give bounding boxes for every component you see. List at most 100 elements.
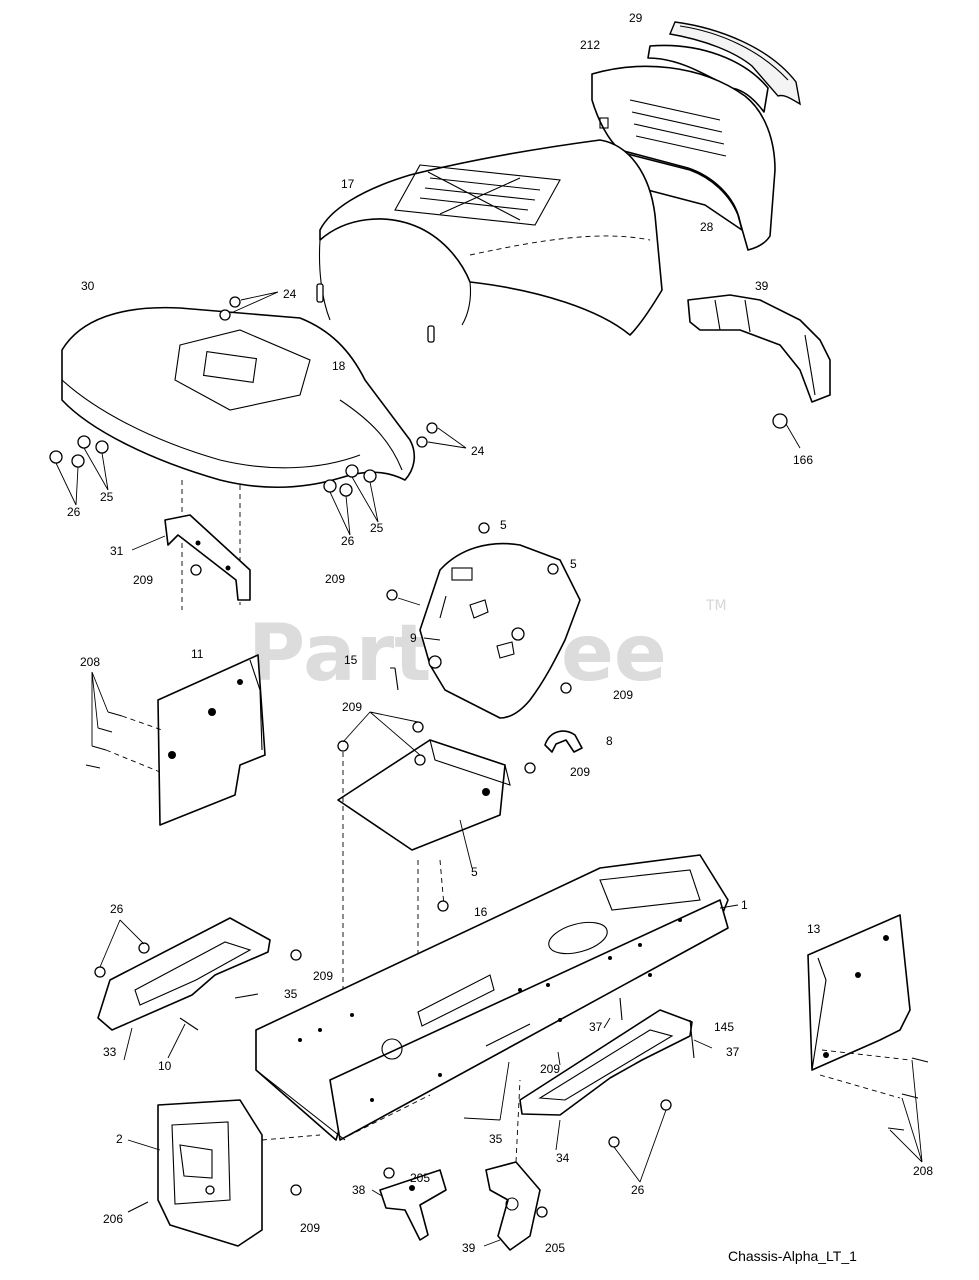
screw-206 <box>127 1201 149 1213</box>
callout-8: 8 <box>606 734 613 748</box>
callout-26-right: 26 <box>341 534 355 548</box>
callout-29: 29 <box>629 11 643 25</box>
callout-26-footrest-left: 26 <box>110 902 124 916</box>
fender-pan-plate <box>202 351 258 383</box>
grille-trim-top <box>669 21 801 106</box>
hood-bracket-folds <box>714 299 816 396</box>
screw-209-front <box>290 1184 302 1196</box>
screw-209-floor-c <box>414 754 426 766</box>
lower-brackets <box>339 1079 548 1251</box>
leader-5-floor <box>459 819 473 869</box>
callout-209-front: 209 <box>300 1221 320 1235</box>
callout-24-top: 24 <box>283 287 297 301</box>
footrest-right-frame <box>519 1009 693 1116</box>
callout-209-dash-right: 209 <box>613 688 633 702</box>
callout-11: 11 <box>191 647 204 661</box>
callout-145: 145 <box>714 1020 734 1034</box>
side-panel-right-body <box>807 914 911 1071</box>
footrest-left-opening <box>134 941 252 1006</box>
leaders-lower-brackets <box>371 1189 501 1247</box>
hood-center-edge <box>461 281 472 326</box>
callout-31: 31 <box>110 544 124 558</box>
callout-5-top: 5 <box>500 518 507 532</box>
leaders-footrest-right <box>555 1039 713 1183</box>
floor-plate <box>337 711 536 990</box>
callout-1: 1 <box>741 898 748 912</box>
leaders-25-26-right <box>329 476 379 536</box>
screw-209-floor-d <box>524 762 536 774</box>
callout-205-right: 205 <box>545 1241 565 1255</box>
watermark-trademark: TM <box>705 598 727 614</box>
side-panel-right <box>807 914 929 1163</box>
dash-panel-bolt-hole <box>428 655 442 669</box>
side-panel-left-body <box>157 654 266 826</box>
screw-24b <box>219 309 231 321</box>
bolt-10 <box>179 1017 199 1031</box>
callout-212: 212 <box>580 38 600 52</box>
hood-bumper-right <box>427 325 435 343</box>
footrest-left-frame <box>97 917 271 1031</box>
footrest-right <box>519 997 713 1183</box>
callout-26-left: 26 <box>67 505 81 519</box>
callout-33: 33 <box>103 1045 117 1059</box>
callout-209-frame: 209 <box>540 1062 560 1076</box>
bracket-hole-a <box>195 540 201 546</box>
callout-209-footrest-left: 209 <box>313 969 333 983</box>
washer-25d <box>363 469 377 483</box>
lower-bracket-guides <box>339 1079 521 1163</box>
callout-13: 13 <box>807 922 821 936</box>
leaders-208-right <box>889 1059 923 1163</box>
callout-28: 28 <box>700 220 714 234</box>
grille-assembly <box>591 21 801 251</box>
side-panel-left-hole-c <box>168 751 176 759</box>
screws-208-right <box>887 1057 929 1131</box>
callout-25-left: 25 <box>100 490 114 504</box>
side-panel-left-flange <box>249 659 263 751</box>
hood-vent-frame <box>394 164 561 226</box>
callout-208-left: 208 <box>80 655 100 669</box>
side-panel-left-guides <box>105 715 163 773</box>
callout-38: 38 <box>352 1183 366 1197</box>
callout-25-right: 25 <box>370 521 384 535</box>
bracket-39 <box>485 1161 541 1251</box>
leaders-footrest-left <box>99 919 186 1061</box>
leaders-24 <box>230 291 467 449</box>
washer-25b <box>95 440 109 454</box>
grille-top-panel <box>647 44 769 113</box>
callout-39-top: 39 <box>755 279 769 293</box>
washer-25a <box>77 435 91 449</box>
cable-clip-8 <box>544 730 583 753</box>
bracket-hole-b <box>225 565 231 571</box>
callout-209-floor-right: 209 <box>570 765 590 779</box>
callout-209-floor: 209 <box>342 700 362 714</box>
leader-166 <box>785 423 801 449</box>
side-panel-left-hole-b <box>237 679 243 685</box>
leader-2 <box>127 1139 161 1151</box>
main-frame-side-rail <box>329 899 729 1141</box>
callout-37-center: 37 <box>589 1020 603 1034</box>
fender-bracket-31 <box>131 514 251 601</box>
callout-30: 30 <box>81 279 95 293</box>
dash-panel-stud <box>439 595 447 619</box>
callout-24-right: 24 <box>471 444 485 458</box>
front-bracket-stud <box>205 1185 215 1195</box>
callout-10: 10 <box>158 1059 172 1073</box>
screw-209-bracket <box>190 564 202 576</box>
callout-39-bottom: 39 <box>462 1241 476 1255</box>
screw-209-dash-left <box>386 589 398 601</box>
diagram-caption: Chassis-Alpha_LT_1 <box>728 1248 857 1264</box>
callout-205-left: 205 <box>410 1171 430 1185</box>
leaders-frame-hardware <box>463 1017 611 1121</box>
screw-24c <box>426 422 438 434</box>
callout-209-bracket: 209 <box>133 573 153 587</box>
fender-bracket-body <box>164 514 251 601</box>
screw-24d <box>416 436 428 448</box>
dash-panel-body <box>419 542 581 719</box>
fender-pan-lower-lip <box>61 379 361 469</box>
leader-31 <box>131 535 166 551</box>
nut-5b <box>547 563 559 575</box>
side-panel-right-flange <box>811 957 827 1071</box>
fender-pan-right-curve <box>339 399 403 471</box>
screw-209-floor-a <box>412 721 424 733</box>
